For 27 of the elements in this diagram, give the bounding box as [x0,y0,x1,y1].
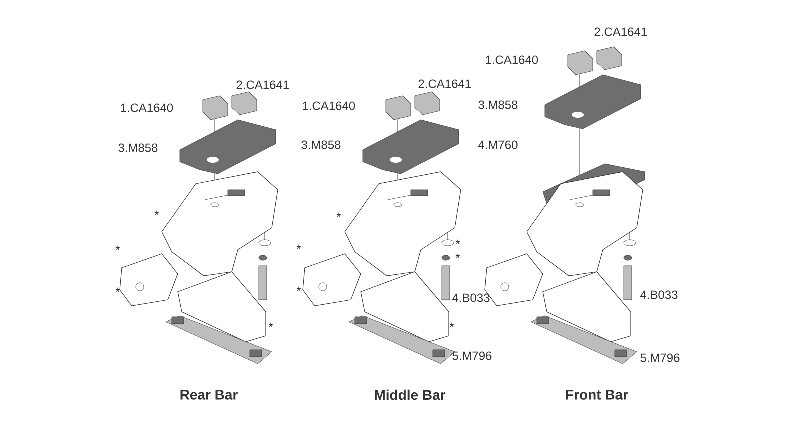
part-number-label: 4.B033 [640,290,678,300]
part-number-label: 3.M858 [302,140,341,150]
part-number-label: 1.CA1640 [486,56,538,64]
part-number-label: 1.CA1640 [121,104,174,112]
part-number-label: 4.M760 [478,140,518,150]
asterisk-mark: * [296,286,302,292]
asterisk-mark: * [456,240,460,244]
assembly-caption: Front Bar [566,390,628,400]
asterisk-mark: * [450,322,454,328]
part-number-label: 4.B033 [452,294,490,302]
part-number-label: 1.CA1640 [303,102,356,110]
asterisk-mark: * [456,254,460,258]
part-number-label: 2.CA1641 [594,28,647,36]
part-number-label: 5.M796 [452,352,492,360]
part-number-label: 2.CA1641 [418,80,471,88]
asterisk-mark: * [268,322,274,328]
part-number-label: 3.M858 [478,100,518,110]
asterisk-mark: * [116,288,120,292]
asterisk-mark: * [116,246,120,250]
assembly-caption: Rear Bar [180,390,238,400]
asterisk-mark: * [154,210,160,216]
part-number-label: 5.M796 [640,354,680,362]
assembly-caption: Middle Bar [375,390,446,400]
asterisk-mark: * [336,212,342,218]
part-number-label: 2.CA1641 [236,80,289,90]
part-number-label: 3.M858 [118,144,158,152]
asterisk-mark: * [296,244,302,250]
